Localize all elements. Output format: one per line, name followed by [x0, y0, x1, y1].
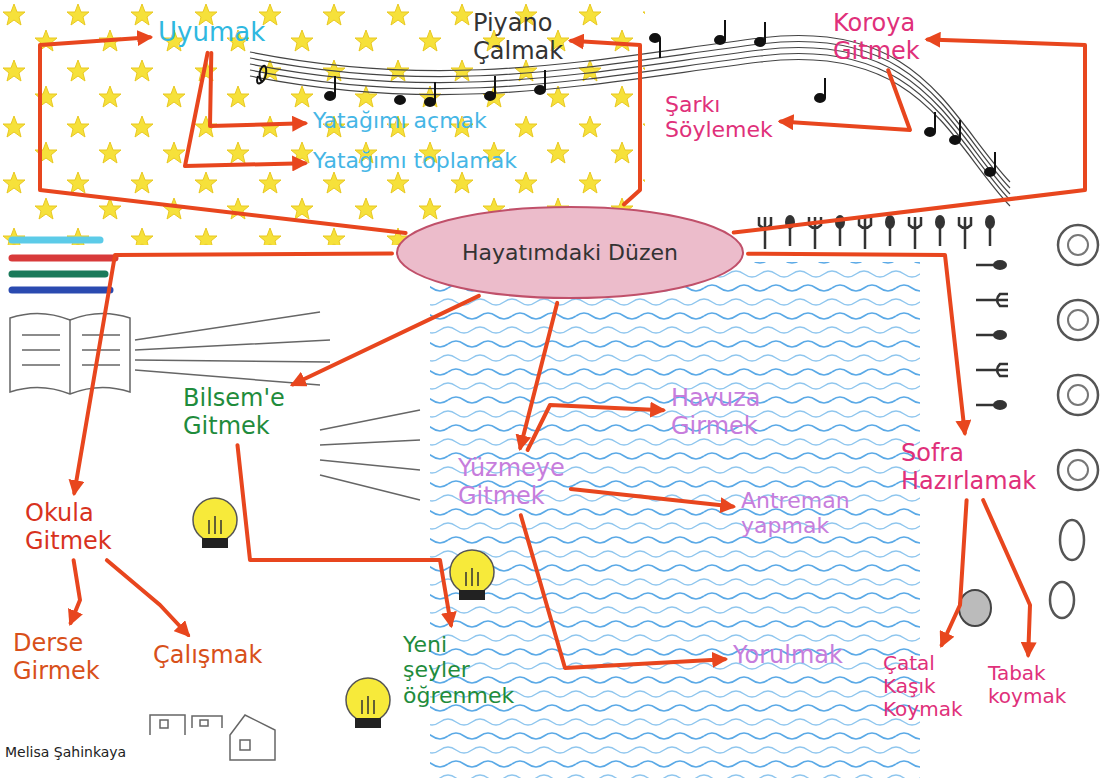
central-ellipse: Hayatımdaki Düzen: [395, 205, 745, 300]
branch-node: Yatağımı toplamak: [310, 146, 520, 175]
branch-node: Yüzmeye Gitmek: [455, 453, 568, 512]
node-text: Koroya Gitmek: [833, 10, 920, 65]
arrow-connector: [734, 39, 1085, 232]
arrow-connector: [107, 560, 188, 635]
branch-node: Şarkı Söylemek: [662, 90, 776, 145]
signature: Melisa Şahinkaya: [5, 744, 126, 760]
node-text: Uyumak: [158, 18, 265, 48]
branch-node: Yeni şeyler öğrenmek: [400, 630, 517, 710]
node-text: Yeni şeyler öğrenmek: [403, 632, 514, 708]
arrow-connector: [238, 445, 452, 625]
node-text: Yüzmeye Gitmek: [458, 455, 565, 510]
arrow-connector: [74, 254, 392, 494]
node-text: Yatağımı açmak: [313, 108, 487, 133]
arrow-connector: [781, 70, 910, 130]
branch-node: Tabak koymak: [985, 660, 1069, 710]
branch-node: Yatağımı açmak: [310, 106, 490, 135]
node-text: Yorulmak: [733, 642, 843, 670]
branch-node: Havuza Girmek: [668, 383, 763, 442]
node-text: Tabak koymak: [988, 662, 1066, 708]
node-text: Yatağımı toplamak: [313, 148, 517, 173]
arrow-connector: [748, 254, 965, 433]
arrow-connector: [185, 53, 305, 166]
branch-node: Çalışmak: [150, 640, 265, 672]
node-text: Hayatımdaki Düzen: [462, 240, 678, 265]
branch-node: Bilsem'e Gitmek: [180, 383, 288, 442]
arrow-connector: [528, 405, 663, 450]
node-text: Derse Girmek: [13, 630, 100, 685]
branch-node: Piyano Çalmak: [470, 8, 566, 67]
node-text: Çatal Kaşık Koymak: [883, 652, 963, 721]
arrow-connector: [571, 489, 733, 507]
node-text: Sofra Hazırlamak: [901, 440, 1036, 495]
node-text: Havuza Girmek: [671, 385, 760, 440]
branch-node: Antreman yapmak: [738, 486, 853, 541]
node-text: Bilsem'e Gitmek: [183, 385, 285, 440]
arrow-connector: [293, 296, 479, 385]
branch-node: Koroya Gitmek: [830, 8, 923, 67]
node-text: Antreman yapmak: [741, 488, 850, 539]
arrow-connector: [983, 500, 1030, 655]
branch-node: Yorulmak: [730, 640, 846, 672]
branch-node: Çatal Kaşık Koymak: [880, 650, 966, 723]
node-text: Piyano Çalmak: [473, 10, 563, 65]
arrow-connector: [521, 515, 725, 668]
branch-node: Derse Girmek: [10, 628, 103, 687]
branch-node: Okula Gitmek: [22, 498, 115, 557]
branch-node: Uyumak: [155, 16, 268, 50]
node-text: Okula Gitmek: [25, 500, 112, 555]
branch-node: Sofra Hazırlamak: [898, 438, 1039, 497]
arrow-connector: [71, 560, 80, 623]
arrow-connector: [571, 41, 640, 205]
arrow-connector: [210, 53, 305, 126]
arrow-connector: [40, 37, 406, 233]
arrow-connector: [942, 500, 967, 645]
node-text: Şarkı Söylemek: [665, 92, 773, 143]
node-text: Çalışmak: [153, 642, 262, 670]
